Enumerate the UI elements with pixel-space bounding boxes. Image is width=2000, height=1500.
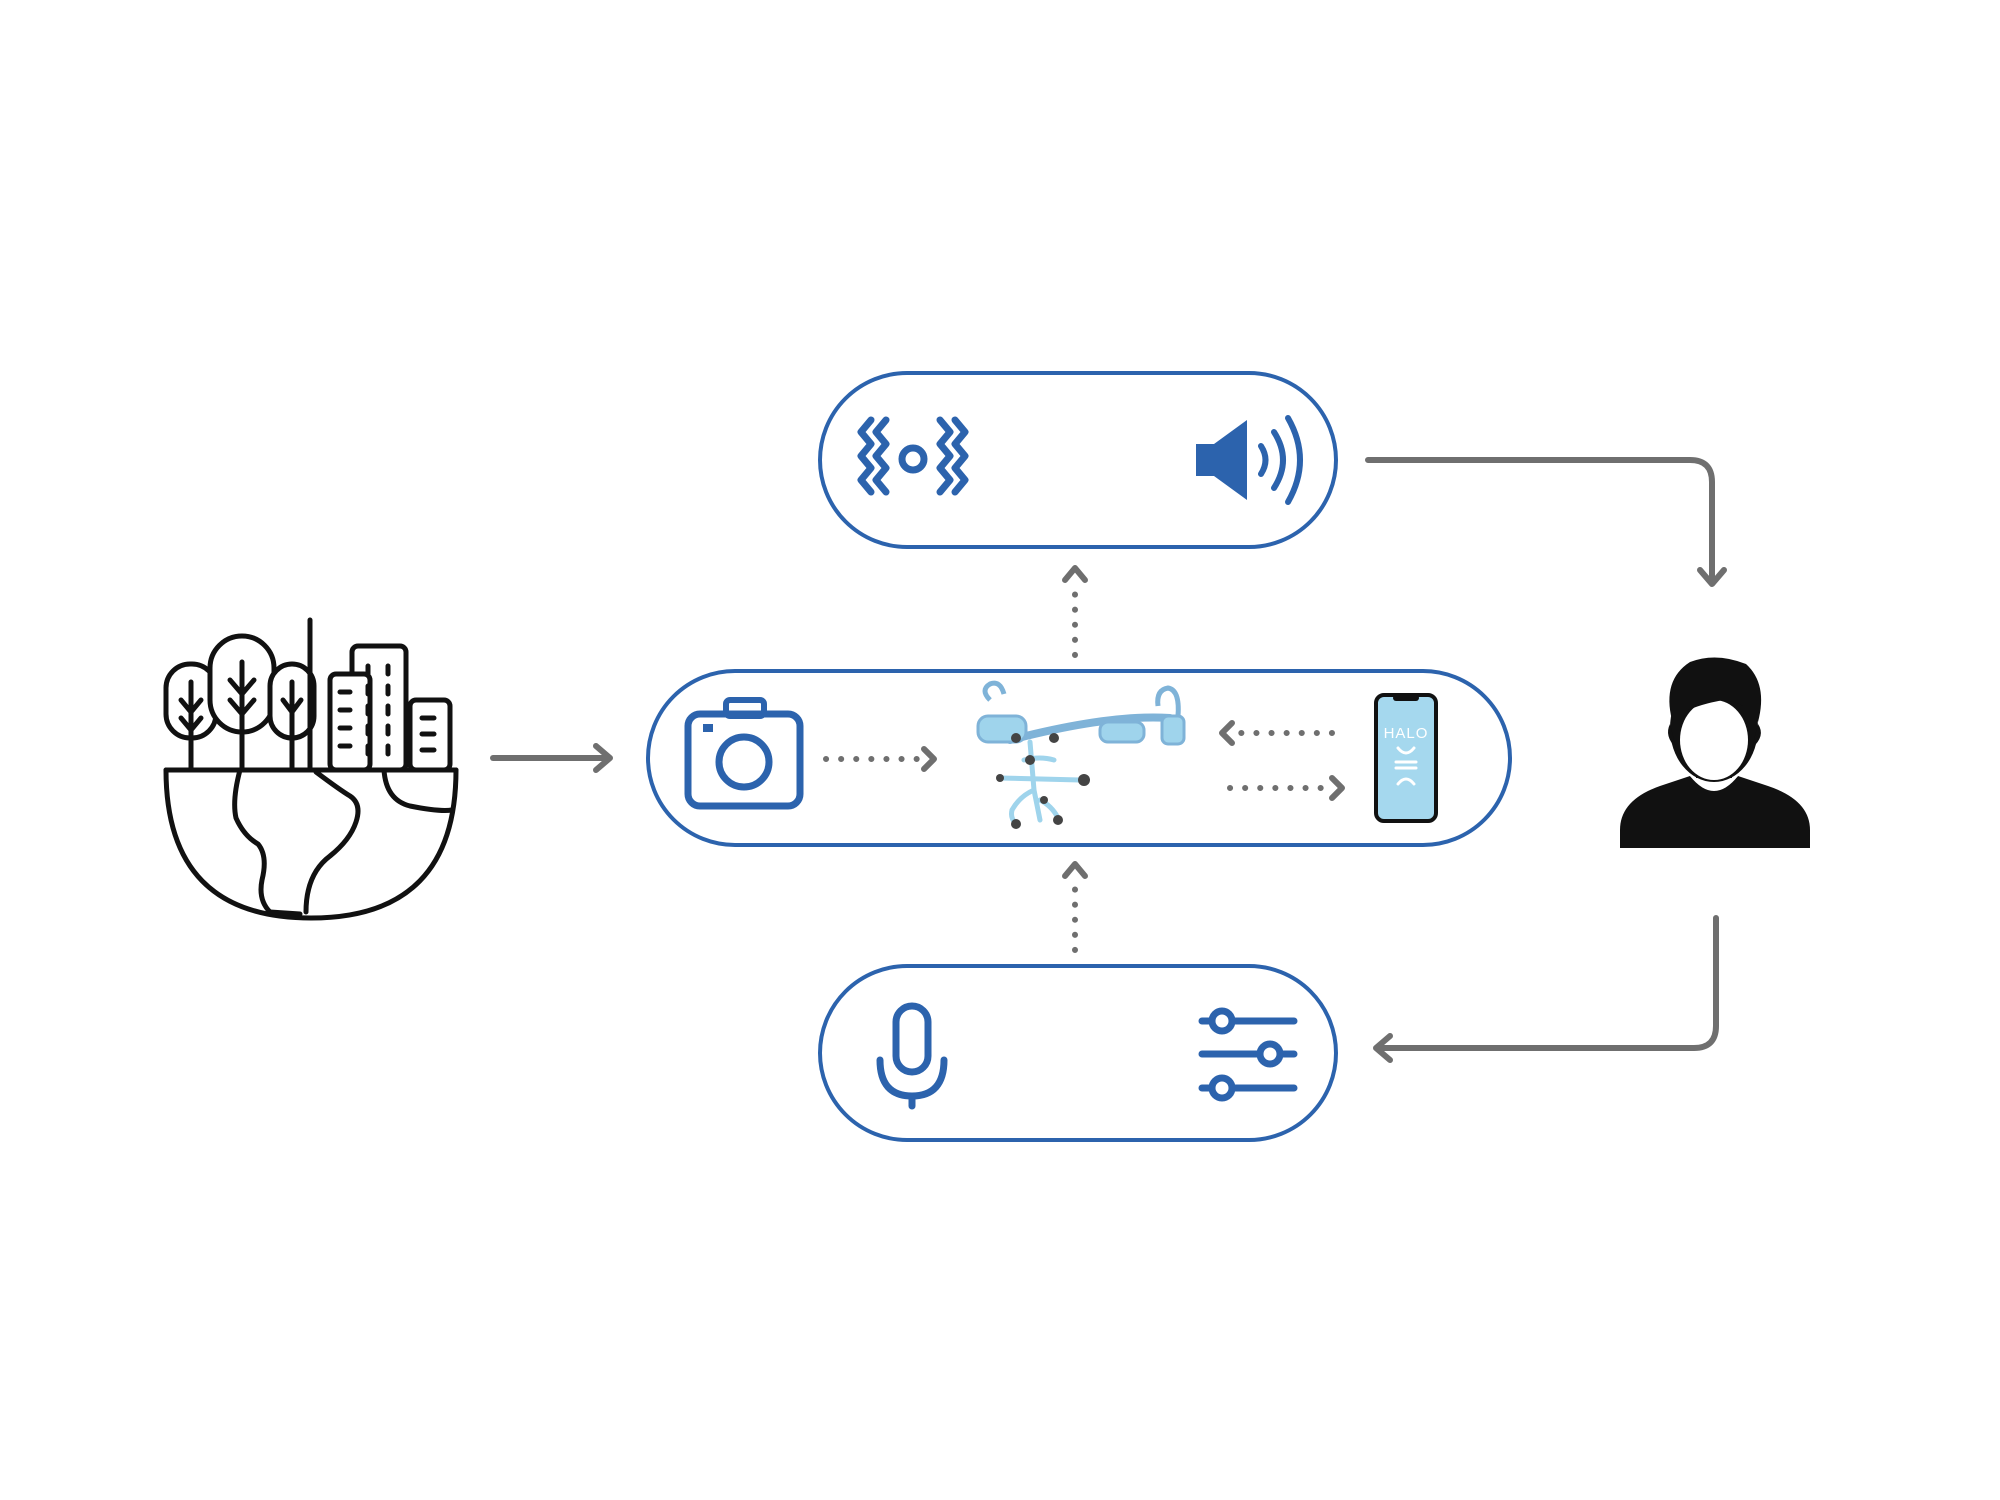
arrow-input-to-processing (1062, 861, 1088, 953)
arrow-user-to-input (1373, 915, 1719, 1063)
bone-conduction-headset-icon (976, 680, 1186, 829)
arrow-phone-to-headset (1219, 720, 1335, 746)
processing-capsule (646, 669, 1512, 847)
input-capsule (818, 964, 1338, 1142)
arrow-processing-to-output (1062, 565, 1088, 658)
arrow-headset-to-phone (1227, 775, 1345, 801)
camera-icon (684, 697, 804, 810)
arrow-environment-to-processing (490, 743, 613, 773)
microphone-icon (876, 1002, 948, 1110)
user-avatar-icon (1620, 657, 1810, 848)
city-nature-globe-icon (163, 617, 459, 921)
settings-sliders-icon (1198, 1007, 1298, 1102)
speaker-icon (1196, 415, 1303, 505)
arrow-output-to-user (1365, 457, 1727, 587)
smartphone-icon: HALO (1374, 693, 1438, 823)
sonification-waves-icon (857, 416, 969, 496)
output-capsule (818, 371, 1338, 549)
phone-app-label: HALO (1384, 725, 1429, 742)
arrow-camera-to-headset (823, 746, 937, 772)
